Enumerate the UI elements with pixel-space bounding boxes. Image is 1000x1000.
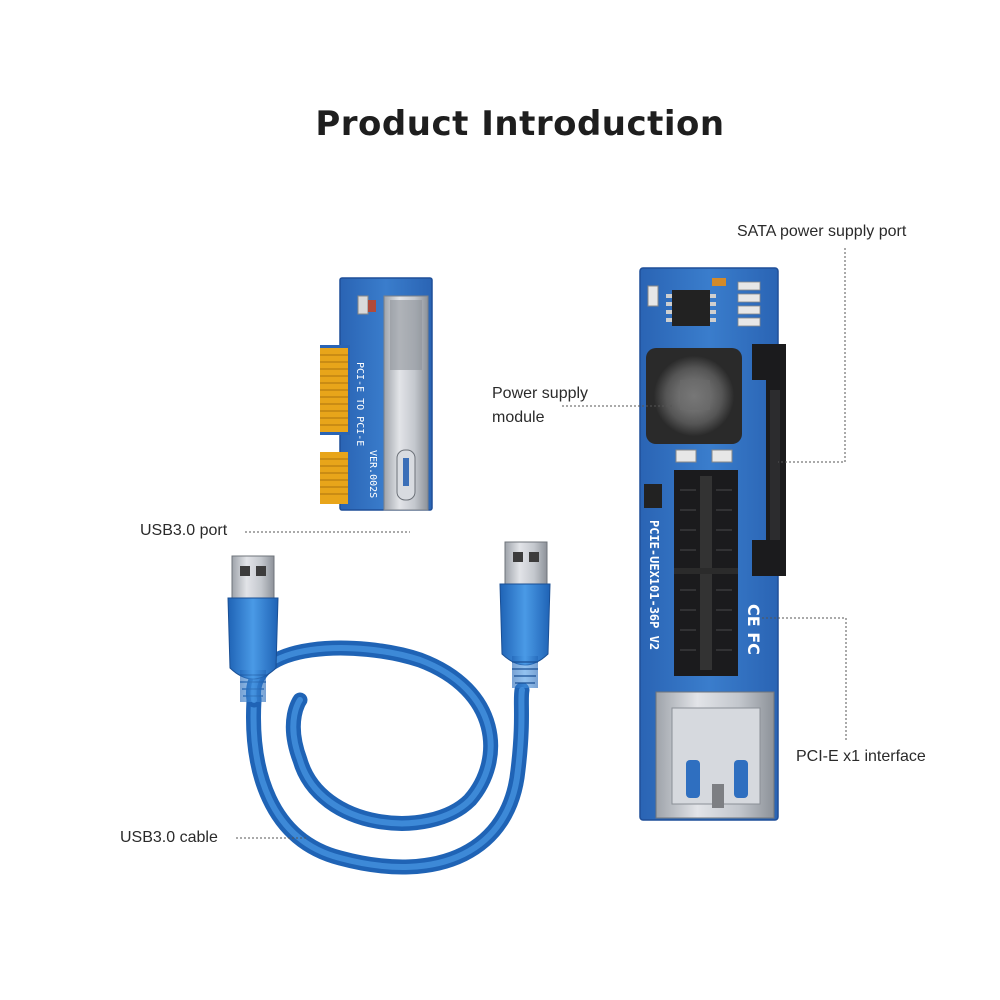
pcie-interface-label: PCI-E x1 interface	[796, 748, 926, 765]
sata-power-connector	[752, 344, 786, 576]
gold-fingers	[320, 348, 348, 504]
main-board-model-text: PCIE-UEX101-36P V2	[647, 520, 661, 650]
power-module-label-line1: Power supply	[492, 385, 589, 402]
main-board-cert-text: CE FC	[744, 604, 763, 655]
pcie-x1-slot	[674, 470, 738, 676]
pcie-adapter-board: PCI-E TO PCI-E VER.002S	[320, 277, 433, 511]
usb-port-label: USB3.0 port	[140, 522, 228, 539]
riser-main-board: PCIE-UEX101-36P V2 CE FC	[639, 267, 786, 821]
usb-plug-right	[499, 541, 551, 688]
ic-chip	[672, 290, 710, 326]
usb3-cable	[227, 541, 551, 875]
usb-plug-left	[227, 555, 279, 702]
callout-lines	[236, 248, 847, 839]
usb3-port-small-board	[383, 295, 429, 511]
small-board-model-text: PCI-E TO PCI-E	[354, 362, 365, 446]
usb-cable-label: USB3.0 cable	[120, 829, 218, 846]
power-supply-inductor	[646, 348, 742, 444]
small-board-version-text: VER.002S	[367, 450, 378, 498]
power-module-label-line2: module	[492, 409, 545, 426]
page-title: Product Introduction	[315, 104, 725, 144]
usb3-port-main-board	[655, 691, 775, 819]
sata-port-label: SATA power supply port	[737, 223, 907, 240]
